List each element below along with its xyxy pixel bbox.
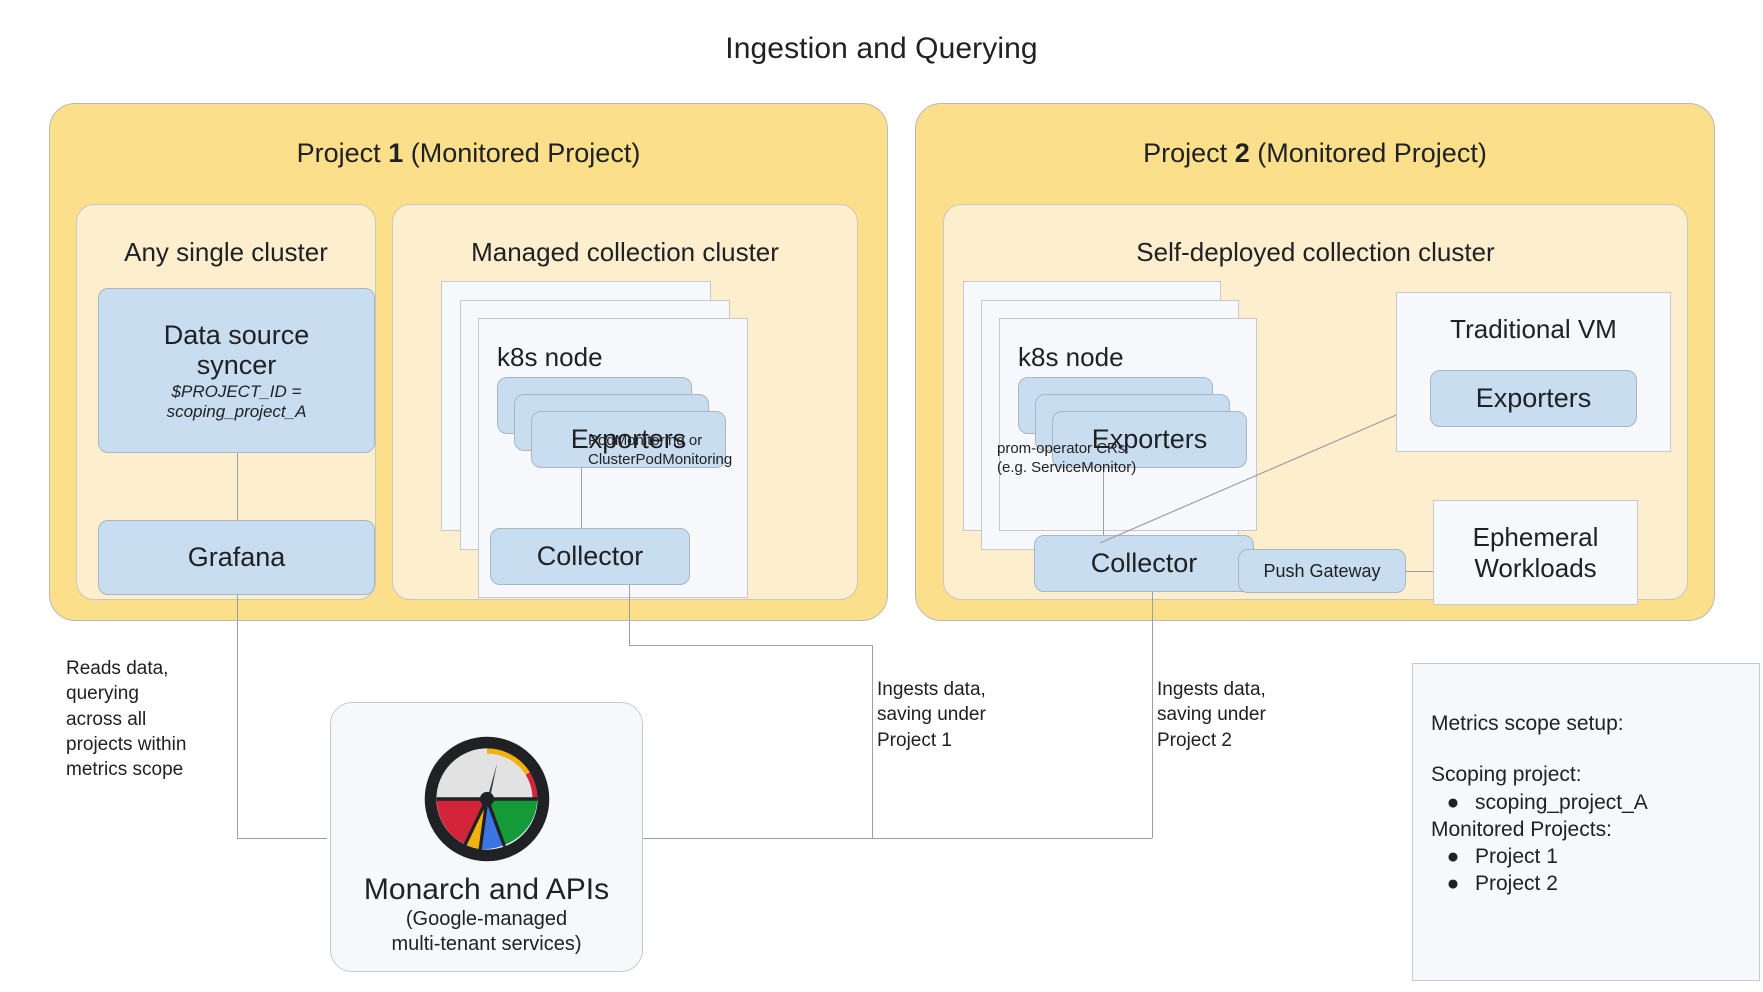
exporters-label-p2: Exporters: [1091, 424, 1208, 455]
legend-scoping-item: ● scoping_project_A: [1431, 789, 1759, 816]
self-deployed-collection-cluster-label: Self-deployed collection cluster: [1136, 237, 1495, 267]
podmonitoring-edge-note: PodMonitoring or ClusterPodMonitoring: [588, 432, 732, 470]
legend-monitored-item-label: Project 1: [1475, 845, 1558, 869]
data-source-syncer-line2: syncer: [196, 349, 277, 380]
traditional-vm-label: Traditional VM: [1450, 314, 1617, 344]
legend-monitored-item: ● Project 1: [1431, 843, 1759, 870]
grafana-component[interactable]: Grafana: [98, 520, 375, 595]
legend-bullet-icon: ●: [1446, 845, 1460, 869]
data-source-syncer-project-id: $PROJECT_ID =: [171, 382, 302, 402]
legend-bullet-icon: ●: [1446, 790, 1460, 814]
connector-collector1-down2: [872, 645, 873, 838]
legend-heading: Metrics scope setup:: [1431, 712, 1624, 735]
monarch-and-apis-card[interactable]: Monarch and APIs (Google-managed multi-t…: [330, 702, 643, 972]
connector-exporters-collector-p2: [1103, 468, 1104, 538]
k8s-node-label-p1: k8s node: [497, 342, 603, 372]
project-1-label-suffix: (Monitored Project): [403, 138, 641, 168]
legend-monitored-heading: Monitored Projects:: [1431, 817, 1612, 841]
connector-collector2-to-monarch: [872, 838, 1152, 839]
push-gateway-label: Push Gateway: [1263, 560, 1381, 581]
managed-collection-cluster-label: Managed collection cluster: [471, 237, 779, 267]
legend-spacer: [1431, 737, 1759, 761]
exporters-component-p2[interactable]: Exporters: [1052, 411, 1247, 468]
connector-vm-collector: [1100, 396, 1439, 544]
connector-collector1-down: [629, 585, 630, 645]
podmonitoring-edge-note-line2: ClusterPodMonitoring: [588, 450, 733, 468]
collector-label-p2: Collector: [1090, 548, 1198, 579]
connector-grafana-to-monarch: [237, 838, 327, 839]
connector-grafana-down: [237, 595, 238, 838]
project-2-label-prefix: Project: [1143, 138, 1235, 168]
project-1-label-prefix: Project: [296, 138, 389, 168]
k8s-node-label-p2: k8s node: [1018, 342, 1124, 372]
grafana-label: Grafana: [187, 542, 286, 573]
collector-label-p1: Collector: [536, 541, 644, 572]
project-1-label: Project 1 (Monitored Project): [49, 138, 888, 169]
ephemeral-workloads-line1: Ephemeral: [1472, 521, 1599, 552]
legend-monitored-item: ● Project 2: [1431, 870, 1759, 897]
exporters-component-p1[interactable]: Exporters: [531, 411, 726, 468]
connector-collector1-right: [629, 645, 872, 646]
cloud-monitoring-gauge-icon: [424, 736, 549, 862]
podmonitoring-edge-note-line1: PodMonitoring or: [588, 432, 703, 449]
prom-operator-edge-note-line2: (e.g. ServiceMonitor): [997, 458, 1137, 476]
project-1-label-number: 1: [388, 138, 404, 168]
ephemeral-workloads-card: Ephemeral Workloads: [1433, 500, 1638, 605]
vm-exporters-component[interactable]: Exporters: [1430, 370, 1637, 427]
annotation-ingest-project-1: Ingests data, saving under Project 1: [877, 679, 986, 751]
data-source-syncer-scoping-project: scoping_project_A: [166, 401, 307, 421]
collector-component-p1[interactable]: Collector: [490, 528, 690, 585]
monarch-subtitle-line2: multi-tenant services): [391, 933, 582, 955]
prom-operator-edge-note: prom-operator CRs (e.g. ServiceMonitor): [997, 440, 1136, 478]
push-gateway-component[interactable]: Push Gateway: [1238, 549, 1406, 593]
vm-exporters-label: Exporters: [1475, 383, 1592, 414]
legend-scoping-heading: Scoping project:: [1431, 763, 1582, 787]
legend-scoping-item-label: scoping_project_A: [1475, 790, 1648, 814]
ephemeral-workloads-line2: Workloads: [1474, 552, 1597, 583]
monarch-title: Monarch and APIs: [363, 873, 610, 906]
project-2-label-number: 2: [1234, 138, 1250, 168]
any-single-cluster-label: Any single cluster: [124, 237, 328, 267]
project-2-label: Project 2 (Monitored Project): [915, 138, 1715, 169]
data-source-syncer-component[interactable]: Data source syncer $PROJECT_ID = scoping…: [98, 288, 375, 453]
prom-operator-edge-note-line1: prom-operator CRs: [997, 440, 1126, 457]
connector-collector1-to-monarch: [640, 838, 872, 839]
connector-collector2-down: [1152, 592, 1153, 838]
diagram-title: Ingestion and Querying: [725, 32, 1038, 65]
exporters-label-p1: Exporters: [570, 424, 687, 455]
connector-syncer-grafana: [237, 450, 238, 520]
annotation-ingest-project-2: Ingests data, saving under Project 2: [1157, 679, 1266, 751]
legend-bullet-icon: ●: [1446, 872, 1460, 896]
collector-component-p2[interactable]: Collector: [1034, 535, 1254, 592]
connector-pushgateway-ephemeral: [1406, 571, 1436, 572]
monarch-subtitle-line1: (Google-managed: [405, 908, 568, 930]
project-2-label-suffix: (Monitored Project): [1249, 138, 1487, 168]
annotation-reads-data: Reads data, querying across all projects…: [66, 658, 187, 781]
legend-monitored-item-label: Project 2: [1475, 872, 1558, 896]
metrics-scope-legend: Metrics scope setup: Scoping project: ● …: [1412, 663, 1760, 981]
connector-exporters-collector-p1: [581, 468, 582, 528]
data-source-syncer-line1: Data source: [163, 319, 310, 350]
